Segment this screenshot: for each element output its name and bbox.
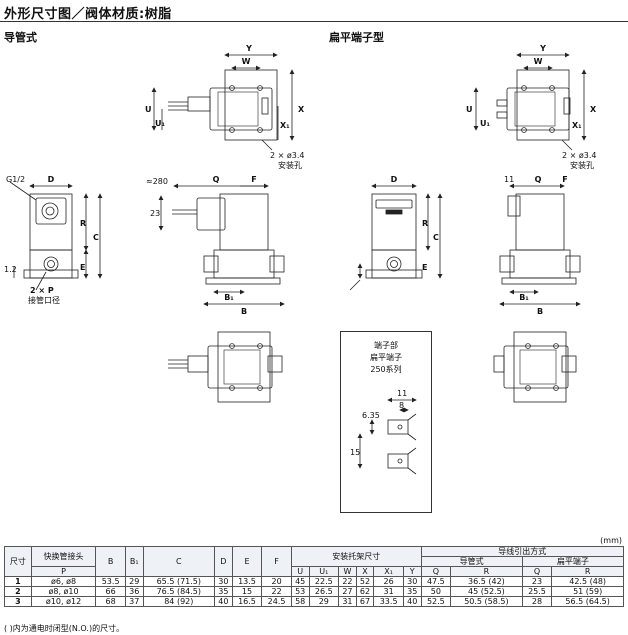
- dim-label-R: R: [80, 219, 86, 228]
- col-wiring: 导线引出方式: [420, 546, 625, 557]
- dim-label-U1-right: U₁: [480, 119, 490, 128]
- dim-label-X1-right: X₁: [572, 121, 582, 130]
- table-row: 1 ø6, ø8 53.5 29 65.5 (71.5) 30 13.5 20 …: [4, 576, 624, 587]
- col-grommet: 导管式: [420, 556, 523, 567]
- dim-label-U1: U₁: [155, 119, 165, 128]
- inset-title-3: 250系列: [370, 365, 402, 374]
- dim-label-23: 23: [150, 209, 160, 218]
- dim-label-C: C: [93, 233, 99, 242]
- col-B1: B₁: [124, 546, 144, 577]
- col-U: U: [290, 566, 310, 577]
- mount-hole-text-right: 安装孔: [570, 160, 594, 170]
- col-R-flat: R: [551, 566, 624, 577]
- col-flat: 扁平端子: [521, 556, 625, 567]
- table-footnote: ( )内为通电时闭型(N.O.)的尺寸。: [4, 624, 125, 633]
- flat-terminal-bottom-view: [493, 331, 577, 403]
- col-B: B: [95, 546, 126, 577]
- thread-label: G1/2: [6, 175, 25, 184]
- col-X: X: [355, 566, 375, 577]
- dim-label-D-right: D: [391, 175, 398, 184]
- inset-title-1: 端子部: [374, 341, 398, 350]
- col-X1: X₁: [373, 566, 404, 577]
- col-P: P: [30, 566, 97, 577]
- col-R: R: [450, 566, 523, 577]
- port-label: 2 × P: [30, 286, 54, 295]
- dim-label-Q-right: Q: [535, 175, 542, 184]
- dim-label-Q: Q: [213, 175, 220, 184]
- terminal-detail: [357, 397, 417, 475]
- dim-label-8-inset: 8: [399, 401, 404, 410]
- table-header-row-3: P U U₁ W X X₁ Y Q R Q R: [5, 566, 624, 577]
- dim-label-B1-right: B₁: [519, 293, 529, 302]
- mount-hole-text: 安装孔: [278, 160, 302, 170]
- dim-label-E: E: [80, 263, 85, 272]
- dim-label-W: W: [242, 57, 251, 66]
- col-Y: Y: [402, 566, 422, 577]
- col-D: D: [214, 546, 233, 577]
- title-divider: [0, 21, 628, 22]
- dim-label-B: B: [241, 307, 247, 316]
- col-size: 尺寸: [4, 546, 32, 577]
- dim-label-Y: Y: [245, 44, 252, 53]
- grommet-bottom-view: [168, 331, 283, 403]
- col-C: C: [142, 546, 216, 577]
- grommet-front-view: [9, 181, 103, 291]
- dim-label-U-right: U: [466, 105, 473, 114]
- dim-label-6-35-inset: 6.35: [362, 411, 380, 420]
- flat-terminal-front-view: [349, 183, 443, 291]
- col-U1: U₁: [308, 566, 340, 577]
- lead-length-label: ≈280: [146, 177, 168, 186]
- dim-label-W-right: W: [534, 57, 543, 66]
- dim-label-X-right: X: [590, 105, 597, 114]
- dim-label-B-right: B: [537, 307, 543, 316]
- unit-label: (mm): [600, 536, 622, 545]
- inset-title-2: 扁平端子: [370, 353, 402, 362]
- col-W: W: [338, 566, 357, 577]
- mount-hole-label-right: 2 × ø3.4: [562, 151, 597, 160]
- dim-label-15-inset: 15: [350, 448, 360, 457]
- dim-label-X1: X₁: [280, 121, 290, 130]
- dim-label-11-inset: 11: [397, 389, 407, 398]
- col-fitting: 快换管接头: [30, 546, 97, 567]
- terminal-detail-panel: 端子部 扁平端子 250系列: [340, 331, 432, 513]
- port-text: 接管口径: [28, 295, 60, 305]
- table-row: 3 ø10, ø12 68 37 84 (92) 40 16.5 24.5 58…: [4, 596, 624, 607]
- col-bracket: 安装托架尺寸: [290, 546, 422, 567]
- dim-label-B1: B₁: [224, 293, 234, 302]
- mount-hole-label: 2 × ø3.4: [270, 151, 305, 160]
- dim-label-F-right: F: [562, 175, 567, 184]
- col-F: F: [261, 546, 292, 577]
- dim-label-X: X: [298, 105, 305, 114]
- col-Q: Q: [420, 566, 452, 577]
- dimension-table: 尺寸 快换管接头 B B₁ C D E F 安装托架尺寸 导线引出方式 导管式 …: [4, 546, 625, 607]
- dim-label-11: 11: [504, 175, 514, 184]
- section-title-flat-terminal: 扁平端子型: [329, 31, 384, 44]
- table-row: 2 ø8, ø10 66 36 76.5 (84.5) 35 15 22 53 …: [4, 586, 624, 597]
- grommet-side-view: [158, 183, 285, 307]
- dim-label-Y-right: Y: [539, 44, 546, 53]
- dim-label-D: D: [48, 175, 55, 184]
- flat-terminal-side-view: [499, 183, 581, 307]
- col-E: E: [231, 546, 263, 577]
- dim-label-C-right: C: [433, 233, 439, 242]
- dim-label-R-right: R: [422, 219, 428, 228]
- dimension-drawings: Y W X X₁ U U₁ 2 × ø3.4 安装孔 D G1/2 R C E …: [4, 44, 597, 475]
- dim-label-E-right: E: [422, 263, 427, 272]
- dim-label-F: F: [251, 175, 256, 184]
- flat-terminal-top-view: [473, 52, 587, 151]
- grommet-top-view: [151, 52, 295, 151]
- col-Q-flat: Q: [521, 566, 553, 577]
- dim-label-1-2: 1.2: [4, 265, 17, 274]
- page-title: 外形尺寸图／阀体材质:树脂: [4, 7, 172, 22]
- table-header-row-1: 尺寸 快换管接头 B B₁ C D E F 安装托架尺寸 导线引出方式: [4, 546, 625, 577]
- dim-label-U: U: [145, 105, 152, 114]
- section-title-grommet: 导管式: [4, 31, 37, 44]
